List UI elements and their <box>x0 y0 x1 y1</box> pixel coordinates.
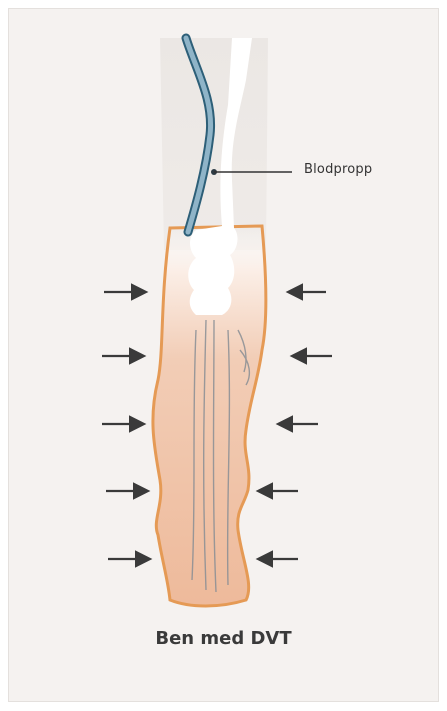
right-arrows <box>260 292 332 559</box>
clot-callout-label: Blodpropp <box>304 162 372 177</box>
thigh-shape <box>160 38 268 250</box>
diagram-caption: Ben med DVT <box>0 628 447 649</box>
left-arrows <box>102 292 148 559</box>
